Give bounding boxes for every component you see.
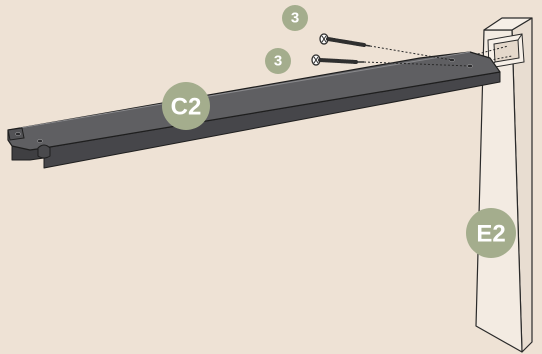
screw-count-badge-upper: 3 — [282, 5, 308, 31]
screw-count-upper-label: 3 — [291, 10, 299, 27]
rail-end-cut — [37, 144, 51, 159]
post-part-badge: E2 — [466, 208, 516, 258]
rail-part-badge: C2 — [162, 82, 210, 130]
screw-hole — [37, 139, 43, 143]
screw-count-badge-lower: 3 — [265, 48, 291, 74]
post-part-label: E2 — [476, 221, 505, 248]
screw-icon — [319, 33, 453, 61]
post-top-face — [483, 17, 533, 31]
screw-hole — [15, 132, 21, 136]
rail-c2 — [7, 51, 501, 169]
rail-part-label: C2 — [171, 94, 202, 121]
screw-count-lower-label: 3 — [274, 53, 282, 70]
rail-top-face — [7, 51, 501, 151]
alignment-line — [469, 45, 509, 57]
screw-icon — [311, 54, 471, 67]
screw-hole — [467, 64, 473, 68]
post-e2 — [469, 17, 533, 353]
